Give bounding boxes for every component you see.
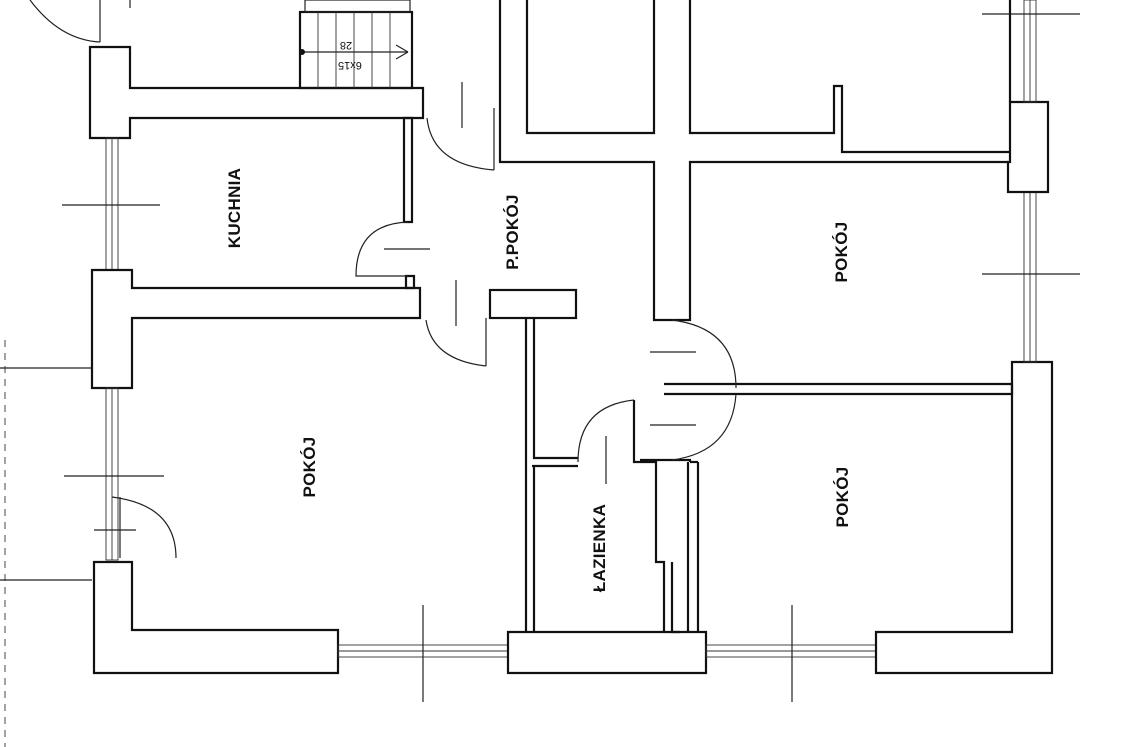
room-label-room-left: POKÓJ [300,436,319,497]
wall-hall-stub [488,288,578,320]
entry-door-arc [29,0,101,43]
stairs-landing [304,0,411,13]
room-label-room-bottom-right: POKÓJ [833,466,852,527]
wall-pier [506,630,708,675]
wall-rooms-right-separator [664,382,1014,396]
wall-kitchen-right [402,116,414,224]
stairs-start-dot [299,49,305,55]
wall-bath-right-outer [670,562,680,634]
stairs-block [298,10,414,90]
wall-upper-corridor [498,0,1008,322]
room-label-kitchen: KUCHNIA [225,168,244,248]
stairs-count-label: 28 [340,39,352,51]
room-bottom-right-door-arc [671,393,737,461]
wall-bath-left-inner [532,318,578,460]
kitchen-door-arc [355,221,409,277]
room-label-bathroom: ŁAZIENKA [590,504,609,592]
room-label-room-top-right: POKÓJ [832,221,851,282]
stairs-size-label: 6x15 [338,59,362,71]
wall-pier [88,45,425,140]
wall-pier [90,268,422,390]
wall-pier [1006,100,1050,194]
balcony-door-arc [111,496,177,559]
wall-upper-closet [525,0,656,135]
wall-bath-right [632,400,666,632]
wall-corner [874,360,1054,675]
wall-kitchen-right [404,274,416,290]
bathroom-door-arc [577,399,635,463]
room-label-hall: P.POKÓJ [503,194,522,270]
room-top-right-door-arc [671,319,737,389]
stairs-arrow [395,44,409,60]
entrance-door-arc [426,117,495,171]
room-door-arc [425,319,487,367]
wall-corner [92,560,340,675]
wall-upper-room [688,0,1010,154]
